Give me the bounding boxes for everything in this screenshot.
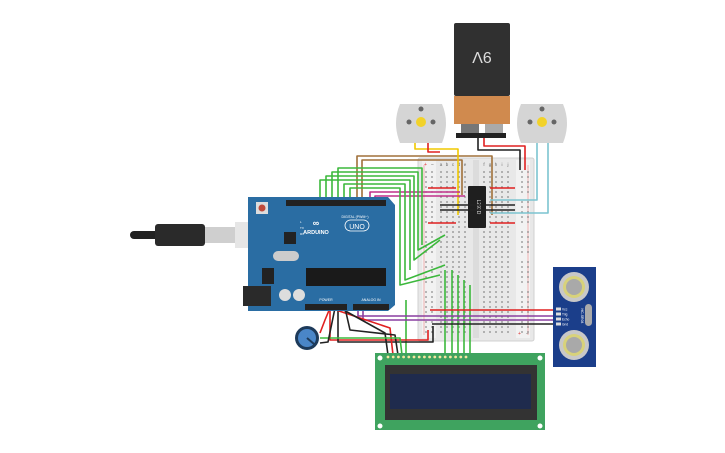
l-label: L	[300, 220, 302, 224]
wire-red	[319, 307, 331, 334]
wire-cyan	[490, 143, 549, 214]
column-label: g	[489, 162, 492, 167]
arduino-uno[interactable]: ARDUINO ∞ UNO DIGITAL (PWM~) POWER ANALO…	[243, 197, 395, 311]
sensor-pin[interactable]	[556, 317, 561, 321]
digital-label: DIGITAL (PWM~)	[341, 215, 368, 219]
sensor-pin-label: Gnd	[562, 322, 568, 326]
wires	[319, 137, 555, 356]
battery-label: 9V	[472, 48, 492, 65]
sensor-pin-label: Echo	[562, 317, 569, 321]
analog-label: ANALOG IN	[361, 298, 381, 302]
column-label: f	[483, 162, 485, 167]
sensor-label: HC-SR04	[580, 309, 584, 324]
gear-icon	[416, 117, 426, 127]
column-label: i	[502, 162, 503, 167]
wire-cyan	[490, 143, 538, 201]
arduino-model: UNO	[349, 224, 365, 231]
wire-red-batt	[483, 137, 526, 170]
sensor-pin-label: Vcc	[562, 307, 568, 311]
dc-motor-left[interactable]	[396, 104, 446, 143]
column-label: b	[446, 162, 449, 167]
battery-9v[interactable]: 9V	[454, 23, 510, 138]
wire-green	[325, 175, 441, 261]
wire-green	[319, 179, 411, 270]
wire-red	[329, 308, 429, 341]
wire-red	[329, 307, 394, 356]
wire-black-batt	[477, 137, 521, 170]
wire-green	[331, 171, 446, 251]
wire-black	[319, 307, 336, 344]
analog-header	[353, 304, 389, 310]
plus-label-bottom: +	[518, 331, 521, 337]
atmega-chip	[306, 268, 386, 286]
chip-label: L293D	[475, 200, 481, 215]
column-label: a	[440, 162, 443, 167]
arduino-brand: ARDUINO	[303, 230, 329, 236]
wire-green	[320, 337, 403, 356]
sensor-pin[interactable]	[556, 307, 561, 311]
lcd-screen	[390, 374, 531, 409]
wire-yellow	[414, 143, 459, 215]
wire-green	[337, 167, 423, 245]
lcd-pins	[386, 355, 468, 359]
plus-label: +	[424, 162, 427, 168]
sensor-pin-label: Trig	[562, 312, 568, 316]
infinity-logo: ∞	[313, 218, 320, 228]
reset-button[interactable]	[258, 204, 266, 212]
wire-green	[343, 183, 446, 281]
sensor-pin[interactable]	[556, 312, 561, 316]
column-label: j	[507, 162, 509, 167]
wire-red-motor	[427, 143, 440, 153]
column-label: d	[458, 162, 461, 167]
potentiometer[interactable]	[295, 326, 319, 350]
wire-black	[339, 307, 389, 356]
column-label: c	[452, 162, 455, 167]
power-label: POWER	[319, 298, 333, 302]
rx-label: RX	[300, 232, 304, 236]
wire-black	[344, 307, 399, 356]
column-label: h	[495, 162, 498, 167]
gear-icon	[537, 117, 547, 127]
minus-label-bottom: −	[526, 331, 529, 337]
tx-label: TX	[300, 226, 304, 230]
dc-motor-right[interactable]	[517, 104, 567, 143]
power-header	[305, 304, 347, 310]
minus-label: −	[431, 162, 434, 168]
wire-green	[349, 187, 441, 286]
sensor-pin[interactable]	[556, 322, 561, 326]
digital-header	[286, 200, 386, 206]
column-label: e	[464, 162, 467, 167]
lcd-16x2[interactable]	[375, 353, 545, 430]
l293d-chip[interactable]: L293D	[468, 186, 486, 228]
wire-brown	[356, 155, 493, 215]
